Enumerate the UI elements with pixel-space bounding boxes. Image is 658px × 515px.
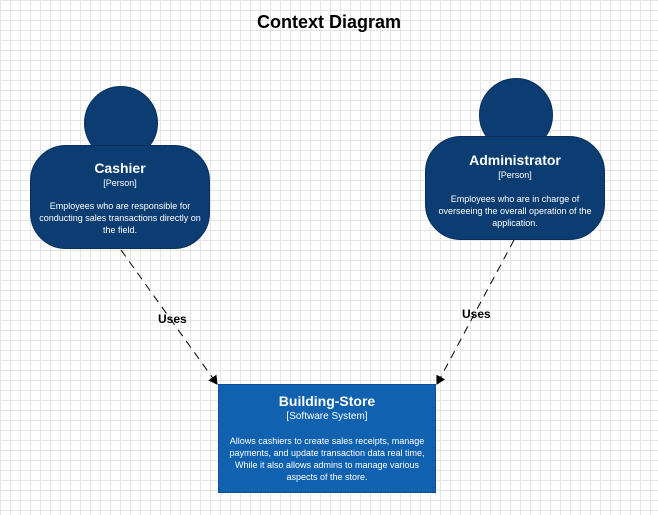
- cashier-description: Employees who are responsible for conduc…: [39, 201, 201, 235]
- cashier-body-shape: Cashier [Person] Employees who are respo…: [30, 145, 210, 249]
- administrator-body-shape: Administrator [Person] Employees who are…: [425, 136, 605, 240]
- administrator-type: [Person]: [498, 170, 532, 180]
- edge-label-administrator: Uses: [462, 307, 491, 321]
- administrator-description: Employees who are in charge of overseein…: [438, 194, 592, 228]
- cashier-type: [Person]: [103, 178, 137, 188]
- edge-label-cashier: Uses: [158, 312, 187, 326]
- administrator-name: Administrator: [469, 152, 561, 168]
- system-description: Allows cashiers to create sales receipts…: [229, 436, 425, 482]
- system-building-store[interactable]: Building-Store [Software System] Allows …: [218, 384, 436, 493]
- diagram-title: Context Diagram: [256, 12, 402, 32]
- system-name: Building-Store: [278, 393, 376, 409]
- cashier-name: Cashier: [94, 160, 146, 176]
- system-type: [Software System]: [286, 411, 368, 422]
